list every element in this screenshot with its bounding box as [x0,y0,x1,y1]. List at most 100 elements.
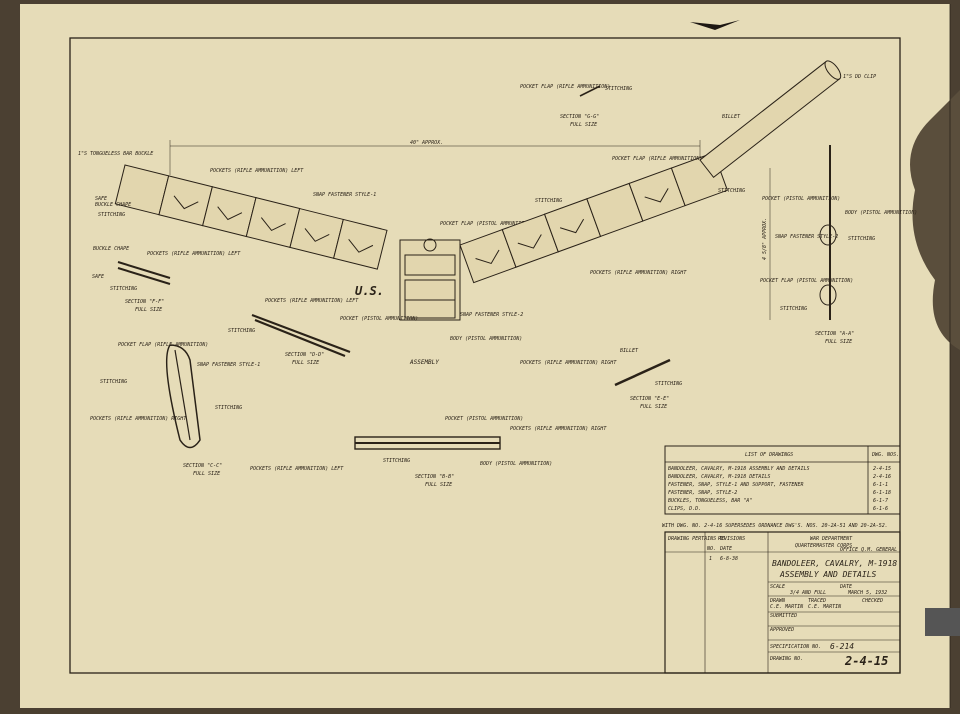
stitching-label-1: STITCHING [98,212,125,218]
safe-label-2: SAFE [92,274,104,280]
section-ee: BILLET POCKETS (RIFLE AMMUNITION) RIGHT … [520,348,682,410]
drawn-label: DRAWN [769,598,786,604]
section-ff: BUCKLE CHAPE SAFE STITCHING POCKETS (RIF… [92,246,241,313]
us-mark: U.S. [355,284,384,298]
drawing-no-label: DRAWING NO. [769,656,803,662]
list-row-desc: BUCKLES, TONGUELESS, BAR "A" [668,498,752,504]
buckle-chape-label-2: BUCKLE CHAPE [93,246,129,252]
specification-label: SPECIFICATION NO. [770,644,821,650]
pocket-flap-rifle-label-3: POCKET FLAP (RIFLE AMMUNITION) [520,84,610,90]
stitching-label-bb: STITCHING [383,458,410,464]
list-row-desc: CLIPS, D.D. [668,506,701,512]
billet-label-2: BILLET [620,348,639,354]
drawing-title-line2: ASSEMBLY AND DETAILS [779,570,877,579]
section-bb: POCKET (PISTOL AMMUNITION) POCKETS (RIFL… [250,416,607,488]
binder-clip [925,608,960,636]
buckle-chape-label: BUCKLE CHAPE [95,202,131,208]
drawing-no-value: 2-4-15 [844,654,888,668]
stitching-label-dd: STITCHING [228,328,255,334]
section-gg-label: SECTION "G-G" [560,114,599,120]
stitching-label-cc-2: STITCHING [215,405,242,411]
drawing-border [69,37,901,674]
checked-label: CHECKED [862,598,883,604]
billet-label: BILLET [722,114,741,120]
drawings-list-table: LIST OF DRAWINGS DWG. NOS. BANDOLEER, CA… [664,445,901,515]
drawing-title-line1: BANDOLEER, CAVALRY, M-1918 [772,559,897,568]
assembly-label: ASSEMBLY [409,359,439,366]
date-value: MARCH 5, 1932 [847,590,887,596]
pockets-rifle-right-label-4: POCKETS (RIFLE AMMUNITION) RIGHT [520,360,617,366]
list-row-desc: BANDOLEER, CAVALRY, M-1918 DETAILS [668,474,770,480]
section-cc-label: SECTION "C-C" [183,463,222,469]
pocket-pistol-label-2: POCKET (PISTOL AMMUNITION) [445,416,523,422]
section-ff-size: FULL SIZE [135,307,162,313]
list-row-no: 6-1-1 [873,482,888,488]
approved-label: APPROVED [769,627,794,633]
drawn-value: C.E. MARTIN [770,604,804,610]
safe-label: SAFE [95,196,107,202]
section-bb-label: SECTION "B-B" [415,474,454,480]
date-label: DATE [839,584,852,590]
pocket-pistol-label-3: POCKET (PISTOL AMMUNITION) [762,196,840,202]
body-pistol-label-2: BODY (PISTOL AMMUNITION) [480,461,552,467]
section-ee-label: SECTION "E-E" [630,396,669,402]
rev-no-label: NO. [706,546,716,552]
list-row-no: 2-4-16 [873,474,891,480]
list-row-desc: FASTENER, SNAP, STYLE-2 [668,490,737,496]
section-cc-size: FULL SIZE [193,471,220,477]
stitching-label-gg: STITCHING [605,86,632,92]
pocket-flap-rifle-label-2: POCKET FLAP (RIFLE AMMUNITION) [118,342,208,348]
section-ee-size: FULL SIZE [640,404,667,410]
list-row-no: 2-4-15 [873,466,891,472]
section-dd-label: SECTION "D-D" [285,352,324,358]
rev-date-label: DATE [719,546,732,552]
section-dd: POCKETS (RIFLE AMMUNITION) LEFT STITCHIN… [228,298,359,366]
paper-tear [690,20,740,30]
pockets-rifle-right-label: POCKETS (RIFLE AMMUNITION) RIGHT [590,270,687,276]
pertains-label: DRAWING PERTAINS TO [667,536,725,542]
stitching-label-ee: STITCHING [655,381,682,387]
pocket-flap-pistol-label: POCKET FLAP (PISTOL AMMUNITION) [440,221,533,227]
stitching-label-right: STITCHING [718,188,745,194]
left-pocket-chain [114,164,388,270]
list-row-desc: FASTENER, SNAP, STYLE-1 AND SUPPORT, FAS… [668,482,803,488]
submitted-label: SUBMITTED [770,613,797,619]
section-dd-size: FULL SIZE [292,360,319,366]
section-aa: POCKET (PISTOL AMMUNITION) BODY (PISTOL … [760,145,917,345]
traced-value: C.E. MARTIN [808,604,842,610]
section-aa-size: FULL SIZE [825,339,852,345]
stitching-label-aa-2: STITCHING [780,306,807,312]
title-block: DRAWING PERTAINS TO REVISIONS NO. DATE 1… [664,531,901,674]
pocket-flap-rifle-label: POCKET FLAP (RIFLE AMMUNITION) [612,156,702,162]
pockets-rifle-left-label-2: POCKETS (RIFLE AMMUNITION) LEFT [147,251,241,257]
corps-label: QUARTERMASTER CORPS [795,543,852,549]
list-row-no: 6-1-7 [873,498,888,504]
scale-label: SCALE [770,584,785,590]
specification-value: 6-214 [830,642,854,651]
section-gg: POCKET FLAP (RIFLE AMMUNITION) STITCHING… [520,84,632,128]
pocket-flap-pistol-label-2: POCKET FLAP (PISTOL AMMUNITION) [760,278,853,284]
revisions-label: REVISIONS [718,536,745,542]
length-label: 40" APPROX. [410,140,443,146]
pockets-rifle-right-label-3: POCKETS (RIFLE AMMUNITION) RIGHT [510,426,607,432]
stitching-label-cc: STITCHING [100,379,127,385]
list-row-no: 6-1-6 [873,506,888,512]
pockets-rifle-left-label-3: POCKETS (RIFLE AMMUNITION) LEFT [265,298,359,304]
office-label: OFFICE Q.M. GENERAL [840,547,897,553]
section-gg-size: FULL SIZE [570,122,597,128]
rev-entry-no: 1 [709,556,712,562]
pockets-rifle-left-label: POCKETS (RIFLE AMMUNITION) LEFT [210,168,304,174]
list-row-no: 6-1-18 [873,490,891,496]
snap-fastener-1-label-2: SNAP FASTENER STYLE-1 [197,362,260,368]
stitching-label-ff: STITCHING [110,286,137,292]
stitching-label-center: STITCHING [535,198,562,204]
body-pistol-label: BODY (PISTOL AMMUNITION) [450,336,522,342]
department-label: WAR DEPARTMENT [810,536,853,542]
drawings-list-dwg-header: DWG. NOS. [871,452,899,458]
body-pistol-label-3: BODY (PISTOL AMMUNITION) [845,210,917,216]
supersedes-note: WITH DWG. NO. 2-4-16 SUPERSEDES ORDNANCE… [662,523,888,529]
buckle-label: 1"S TONGUELESS BAR BUCKLE [78,151,153,157]
pockets-rifle-right-label-2: POCKETS (RIFLE AMMUNITION) RIGHT [90,416,187,422]
